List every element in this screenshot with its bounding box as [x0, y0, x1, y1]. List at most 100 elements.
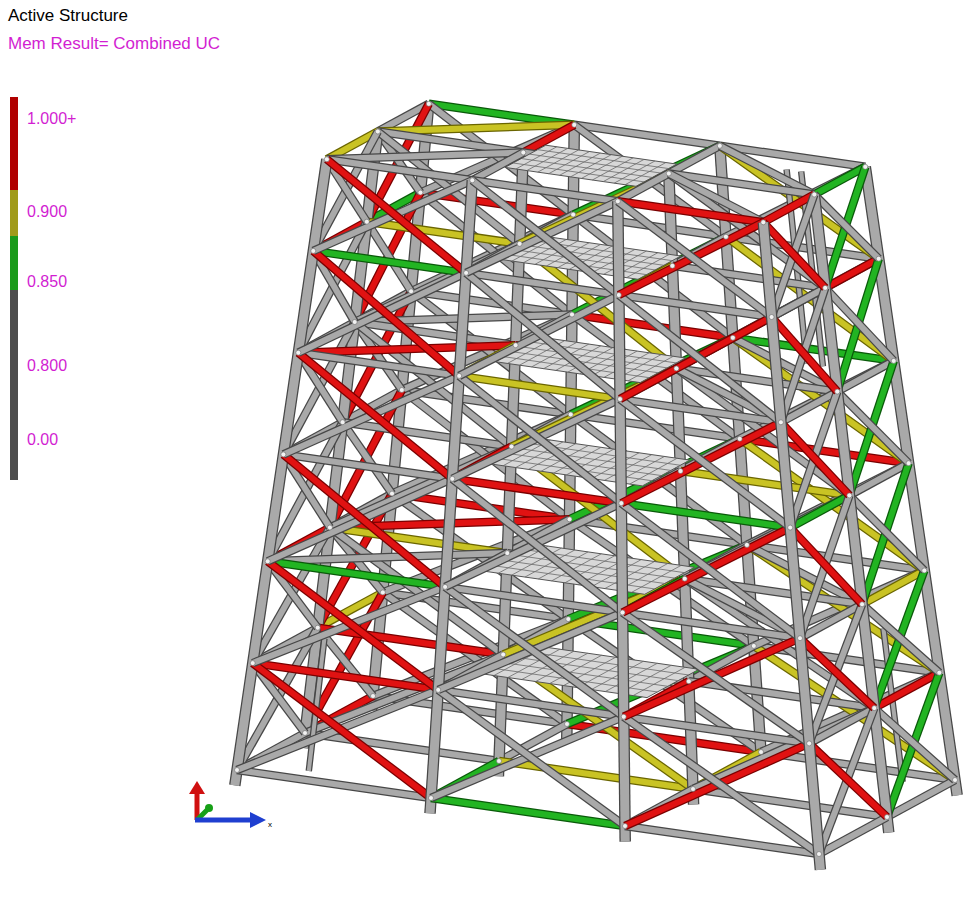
- joint-node: [885, 815, 890, 820]
- tubular-member: [283, 454, 445, 587]
- member-outline: [623, 613, 810, 744]
- joint-node: [788, 525, 793, 530]
- member-outline: [624, 717, 819, 854]
- member-outline: [619, 295, 781, 422]
- tubular-member: [313, 251, 459, 376]
- joint-node: [426, 101, 431, 106]
- joint-node: [509, 444, 514, 449]
- joint-node: [615, 199, 620, 204]
- joint-node: [953, 778, 958, 783]
- legend-value: 0.00: [27, 431, 58, 449]
- joint-node: [450, 476, 455, 481]
- tubular-member: [619, 295, 781, 422]
- joint-node: [817, 852, 822, 857]
- joint-node: [860, 602, 865, 607]
- axis-triad: [189, 781, 266, 828]
- tubular-member: [452, 479, 622, 613]
- member-outline: [459, 376, 621, 503]
- joint-node: [571, 212, 576, 217]
- joint-node: [922, 568, 927, 573]
- tubular-member: [253, 663, 431, 798]
- joint-node: [436, 687, 441, 692]
- member-outline: [235, 159, 327, 785]
- axis-letter: x: [268, 820, 272, 829]
- member-outline: [618, 201, 772, 317]
- member-outline: [327, 159, 466, 273]
- joint-node: [311, 248, 316, 253]
- joint-node: [250, 661, 255, 666]
- joint-node: [443, 584, 448, 589]
- axis-arrowhead: [250, 812, 266, 828]
- grating-bar: [511, 657, 678, 681]
- tubular-member: [472, 153, 523, 181]
- member-outline: [445, 587, 624, 717]
- joint-node: [686, 679, 691, 684]
- joint-node: [303, 731, 308, 736]
- member-outline: [669, 146, 720, 174]
- grating-bar: [522, 347, 667, 368]
- joint-node: [807, 741, 812, 746]
- member-outline: [452, 479, 622, 613]
- tubular-member: [378, 125, 575, 132]
- joint-node: [364, 219, 369, 224]
- joint-node: [352, 320, 357, 325]
- tubular-member: [620, 399, 790, 527]
- member-outline: [268, 553, 508, 561]
- tubular-member: [298, 353, 452, 479]
- grating-bar: [526, 245, 663, 265]
- joint-node: [513, 343, 518, 348]
- legend-swatch: [10, 385, 18, 480]
- tubular-member: [809, 743, 887, 817]
- joint-node: [380, 590, 385, 595]
- grating-bar: [519, 448, 671, 470]
- tubular-member: [327, 159, 466, 273]
- joint-node: [798, 636, 803, 641]
- joint-node: [457, 373, 462, 378]
- tubular-member: [343, 422, 392, 493]
- joint-node: [517, 241, 522, 246]
- tubular-member: [327, 153, 524, 160]
- joint-node: [470, 178, 475, 183]
- joint-node: [327, 525, 332, 530]
- joint-node: [235, 768, 240, 773]
- joint-node: [572, 122, 577, 127]
- joint-node: [568, 412, 573, 417]
- joint-node: [497, 759, 502, 764]
- joint-node: [371, 694, 376, 699]
- member-outline: [618, 174, 669, 202]
- tubular-member: [624, 717, 819, 854]
- joint-node: [906, 461, 911, 466]
- joint-node: [876, 256, 881, 261]
- grating-bar: [538, 150, 669, 169]
- joint-node: [769, 315, 774, 320]
- joint-node: [618, 397, 623, 402]
- joint-node: [565, 722, 570, 727]
- jacket-frame: [235, 101, 958, 870]
- tubular-member: [621, 503, 800, 638]
- tubular-member: [623, 613, 810, 744]
- legend-swatch: [10, 236, 18, 290]
- grating-bar: [515, 555, 675, 578]
- member-outline: [268, 561, 439, 690]
- member-outline: [343, 422, 392, 493]
- joint-node: [616, 293, 621, 298]
- joint-node: [296, 350, 301, 355]
- joint-node: [872, 706, 877, 711]
- grating-bar: [513, 163, 644, 182]
- tubular-member: [472, 180, 619, 295]
- axis-arrowhead: [189, 781, 205, 794]
- joint-node: [340, 420, 345, 425]
- member-outline: [298, 345, 515, 353]
- joint-node: [737, 436, 742, 441]
- tubular-member: [268, 553, 508, 561]
- joint-node: [501, 652, 506, 657]
- tubular-member: [618, 201, 772, 317]
- legend-value: 0.850: [27, 273, 67, 291]
- member-outline: [800, 638, 874, 708]
- joint-node: [418, 190, 423, 195]
- member-outline: [283, 454, 445, 587]
- joint-node: [521, 150, 526, 155]
- member-outline: [466, 273, 620, 399]
- joint-node: [619, 501, 624, 506]
- member-outline: [472, 153, 523, 181]
